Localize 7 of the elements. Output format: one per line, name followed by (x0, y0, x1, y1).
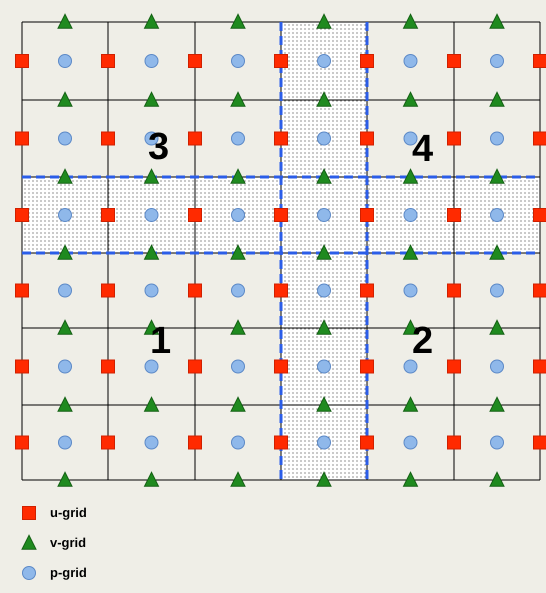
region-number: 1 (150, 322, 172, 360)
region-number: 2 (412, 322, 434, 360)
legend-label: u-grid (50, 506, 87, 519)
legend-label: v-grid (50, 536, 86, 549)
region-number: 3 (148, 128, 170, 166)
legend-label: p-grid (50, 566, 87, 579)
region-number: 4 (412, 130, 434, 168)
